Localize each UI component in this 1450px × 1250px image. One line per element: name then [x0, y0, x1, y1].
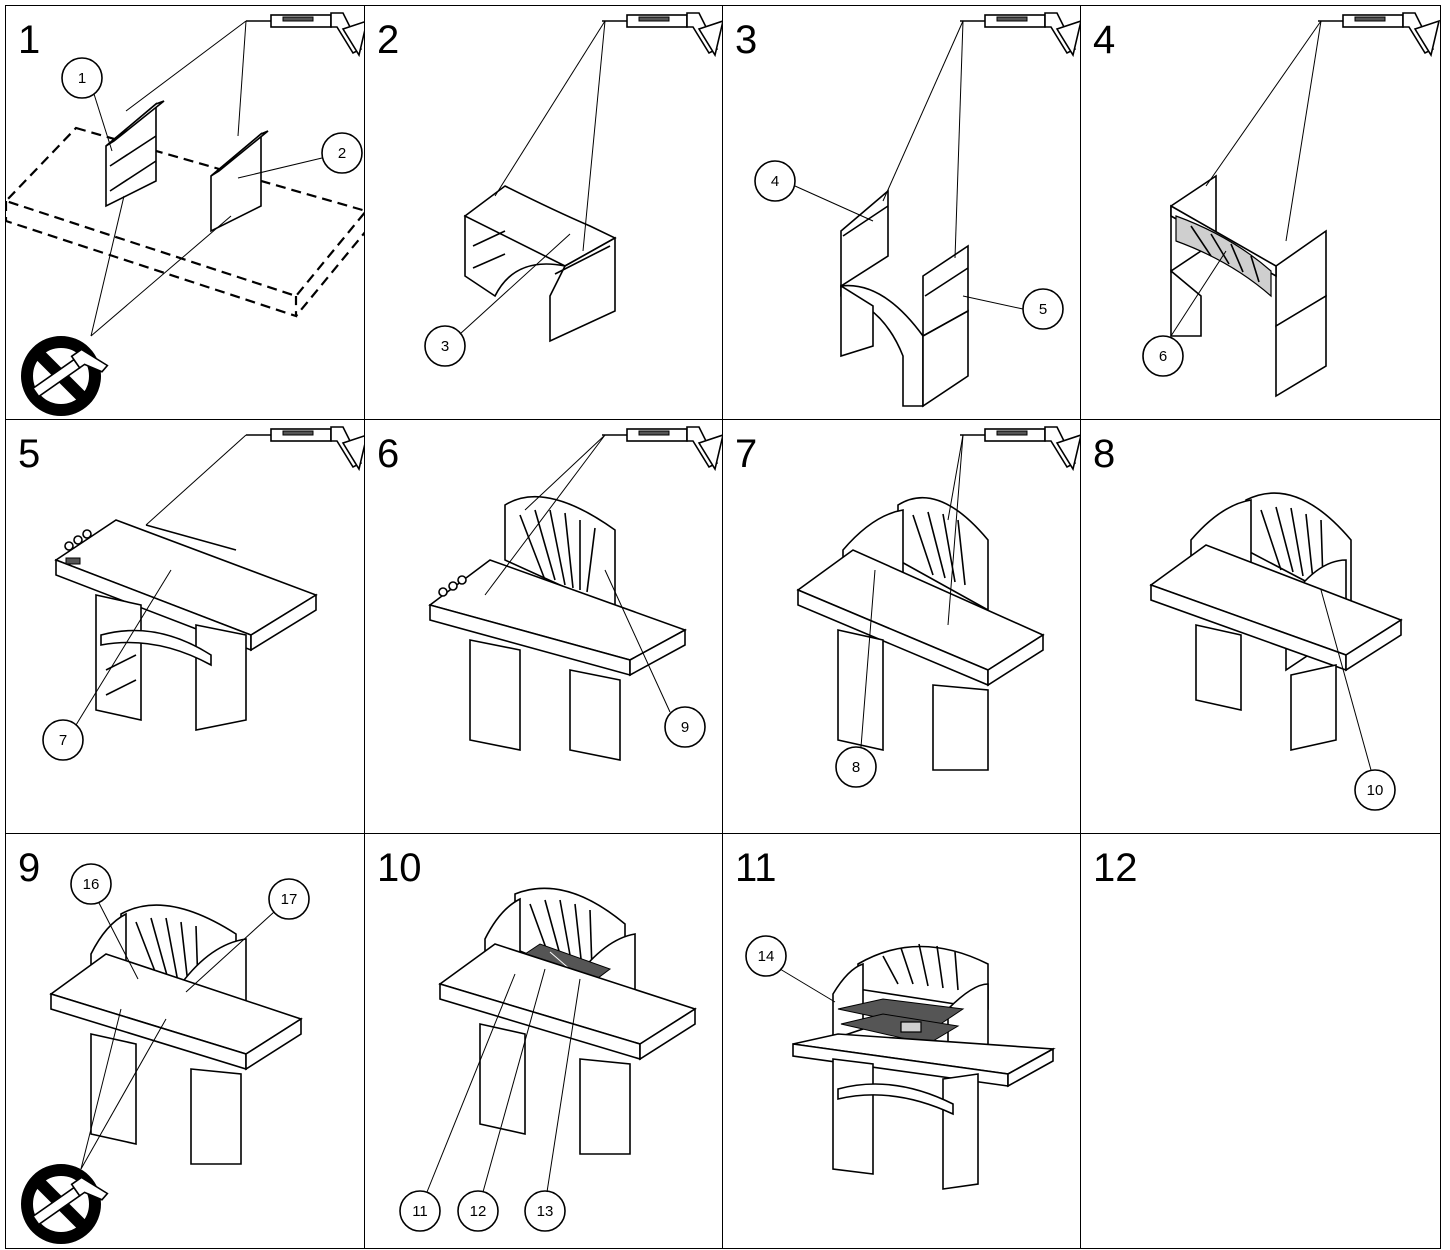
step-8-panel: 8 10: [1080, 419, 1441, 835]
svg-text:2: 2: [338, 145, 346, 162]
callout-11: 11: [399, 973, 516, 1232]
step-6-panel: 6 9: [364, 419, 724, 835]
step-10-drawing: 11 12 13: [399, 887, 697, 1232]
step-number: 3: [735, 18, 758, 62]
step-5-drawing: 7: [42, 426, 365, 761]
countertop-with-back-panel: [428, 495, 687, 761]
step-9-drawing: 16 17: [21, 863, 310, 1244]
step-number: 4: [1093, 18, 1116, 62]
step-1-panel: 1 1: [5, 5, 366, 421]
no-caulking-gun-icon: [21, 1164, 109, 1244]
svg-text:10: 10: [1367, 782, 1384, 799]
countertop-with-both-side-panels: [1149, 492, 1403, 751]
svg-text:14: 14: [758, 948, 775, 965]
step-number: 2: [377, 18, 400, 62]
svg-text:8: 8: [852, 759, 860, 776]
side-block-2: [210, 130, 269, 233]
svg-text:4: 4: [771, 173, 779, 190]
stacked-blocks: [840, 189, 969, 408]
callout-17: 17: [185, 878, 310, 993]
svg-text:9: 9: [681, 719, 689, 736]
step-9-panel: 9 16: [5, 833, 366, 1249]
step-number: 8: [1093, 432, 1116, 476]
firebox-with-floor-tiles: [49, 904, 303, 1165]
callout-12: 12: [457, 968, 546, 1232]
no-caulking-gun-icon: [21, 336, 109, 416]
callout-10: 10: [1320, 589, 1396, 811]
callout-6: 6: [1142, 250, 1227, 377]
step-number: 9: [18, 846, 41, 890]
svg-text:7: 7: [59, 732, 67, 749]
callout-13: 13: [524, 978, 581, 1232]
completed-barbecue: [792, 943, 1056, 1190]
callout-14: 14: [745, 935, 836, 1003]
step-12-panel: 12: [1080, 833, 1441, 1249]
svg-text:13: 13: [537, 1203, 554, 1220]
step-number: 1: [18, 18, 41, 62]
step-1-drawing: 1 2: [6, 12, 365, 416]
step-7-drawing: 8: [796, 426, 1081, 788]
svg-text:12: 12: [470, 1203, 487, 1220]
svg-text:1: 1: [78, 70, 86, 87]
caulking-gun-icon: [602, 12, 723, 58]
callout-7: 7: [42, 569, 172, 761]
svg-text:5: 5: [1039, 301, 1047, 318]
firebox-with-grates: [438, 887, 697, 1155]
step-number: 7: [735, 432, 758, 476]
step-5-panel: 5 7: [5, 419, 366, 835]
callout-5: 5: [962, 288, 1064, 330]
callout-1: 1: [61, 57, 113, 152]
step-3-drawing: 4 5: [754, 12, 1081, 408]
side-block-1: [105, 100, 165, 208]
callout-9: 9: [604, 569, 706, 748]
step-2-drawing: 3: [424, 12, 723, 367]
step-4-panel: 4 6: [1080, 5, 1441, 421]
step-number: 10: [377, 846, 422, 890]
step-11-drawing: 14: [745, 935, 1056, 1190]
callout-16: 16: [70, 863, 139, 980]
countertop-on-base: [54, 519, 318, 731]
caulking-gun-icon: [246, 12, 365, 58]
step-number: 5: [18, 432, 41, 476]
assembly-instructions-grid: 1 1: [5, 5, 1441, 1249]
caulking-gun-icon: [602, 426, 723, 472]
caulking-gun-icon: [246, 426, 365, 472]
step-11-panel: 11 1: [722, 833, 1082, 1249]
step-8-drawing: 10: [1149, 492, 1403, 811]
step-number: 12: [1093, 846, 1138, 890]
svg-text:3: 3: [441, 338, 449, 355]
step-2-panel: 2 3: [364, 5, 724, 421]
callout-4: 4: [754, 160, 874, 222]
step-10-panel: 10: [364, 833, 724, 1249]
svg-text:16: 16: [83, 876, 100, 893]
step-7-panel: 7 8: [722, 419, 1082, 835]
step-6-drawing: 9: [428, 426, 723, 761]
callout-8: 8: [835, 569, 877, 788]
callout-2: 2: [237, 132, 363, 179]
svg-text:11: 11: [412, 1203, 428, 1220]
arch-with-fan-panel: [1170, 174, 1327, 398]
step-3-panel: 3 4 5: [722, 5, 1082, 421]
step-number: 11: [735, 846, 777, 890]
caulking-gun-icon: [960, 12, 1081, 58]
step-number: 6: [377, 432, 400, 476]
caulking-gun-icon: [960, 426, 1081, 472]
arch-assembly: [463, 185, 617, 343]
callout-3: 3: [424, 233, 571, 367]
svg-text:17: 17: [281, 891, 298, 908]
countertop-with-side-panel: [796, 496, 1045, 771]
caulking-gun-icon: [1318, 12, 1440, 58]
step-4-drawing: 6: [1142, 12, 1440, 398]
svg-text:6: 6: [1159, 348, 1167, 365]
